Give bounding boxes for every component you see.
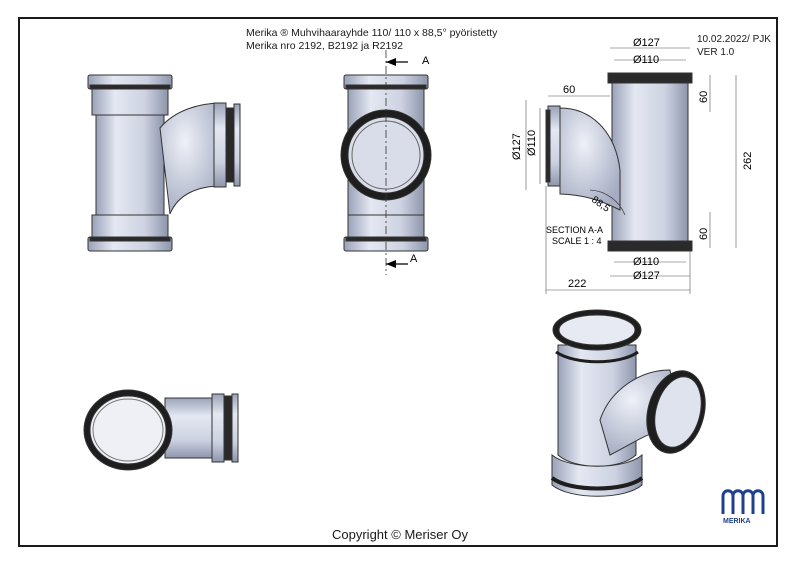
merika-logo: MERIKA <box>721 489 765 525</box>
dim-d127-bottom: Ø127 <box>633 270 660 282</box>
copyright: Copyright © Meriser Oy <box>332 527 468 542</box>
dim-60-bottom: 60 <box>698 228 710 240</box>
title-line-1: Merika ® Muhvihaarayhde 110/ 110 x 88,5°… <box>246 27 498 39</box>
title-line-2: Merika nro 2192, B2192 ja R2192 <box>246 40 404 52</box>
title-block: Merika ® Muhvihaarayhde 110/ 110 x 88,5°… <box>246 27 497 53</box>
isometric-view <box>550 309 706 497</box>
logo-text: MERIKA <box>723 518 751 525</box>
section-scale: SCALE 1 : 4 <box>552 236 602 246</box>
dim-262: 262 <box>742 152 754 170</box>
section-label: SECTION A-A <box>546 225 603 235</box>
section-marker-top: A <box>422 55 430 67</box>
front-view <box>87 74 241 252</box>
section-view <box>545 72 693 252</box>
dim-222: 222 <box>568 278 586 290</box>
dim-d127-side: Ø127 <box>511 133 523 160</box>
dimension-lines <box>525 47 737 294</box>
dim-60-top: 60 <box>698 91 710 103</box>
dim-60-left: 60 <box>563 84 575 96</box>
revision-date: 10.02.2022/ PJK <box>697 34 771 45</box>
dim-d110-side: Ø110 <box>526 130 538 156</box>
section-line <box>385 50 408 275</box>
revision-block: 10.02.2022/ PJK VER 1.0 <box>697 33 771 59</box>
drawing-frame <box>18 17 778 547</box>
section-marker-bottom: A <box>410 253 418 265</box>
revision-version: VER 1.0 <box>697 47 735 58</box>
dim-d110-top: Ø110 <box>633 54 659 66</box>
dim-d110-bottom: Ø110 <box>633 256 659 268</box>
top-view <box>83 389 239 471</box>
dim-d127-top: Ø127 <box>633 37 660 49</box>
